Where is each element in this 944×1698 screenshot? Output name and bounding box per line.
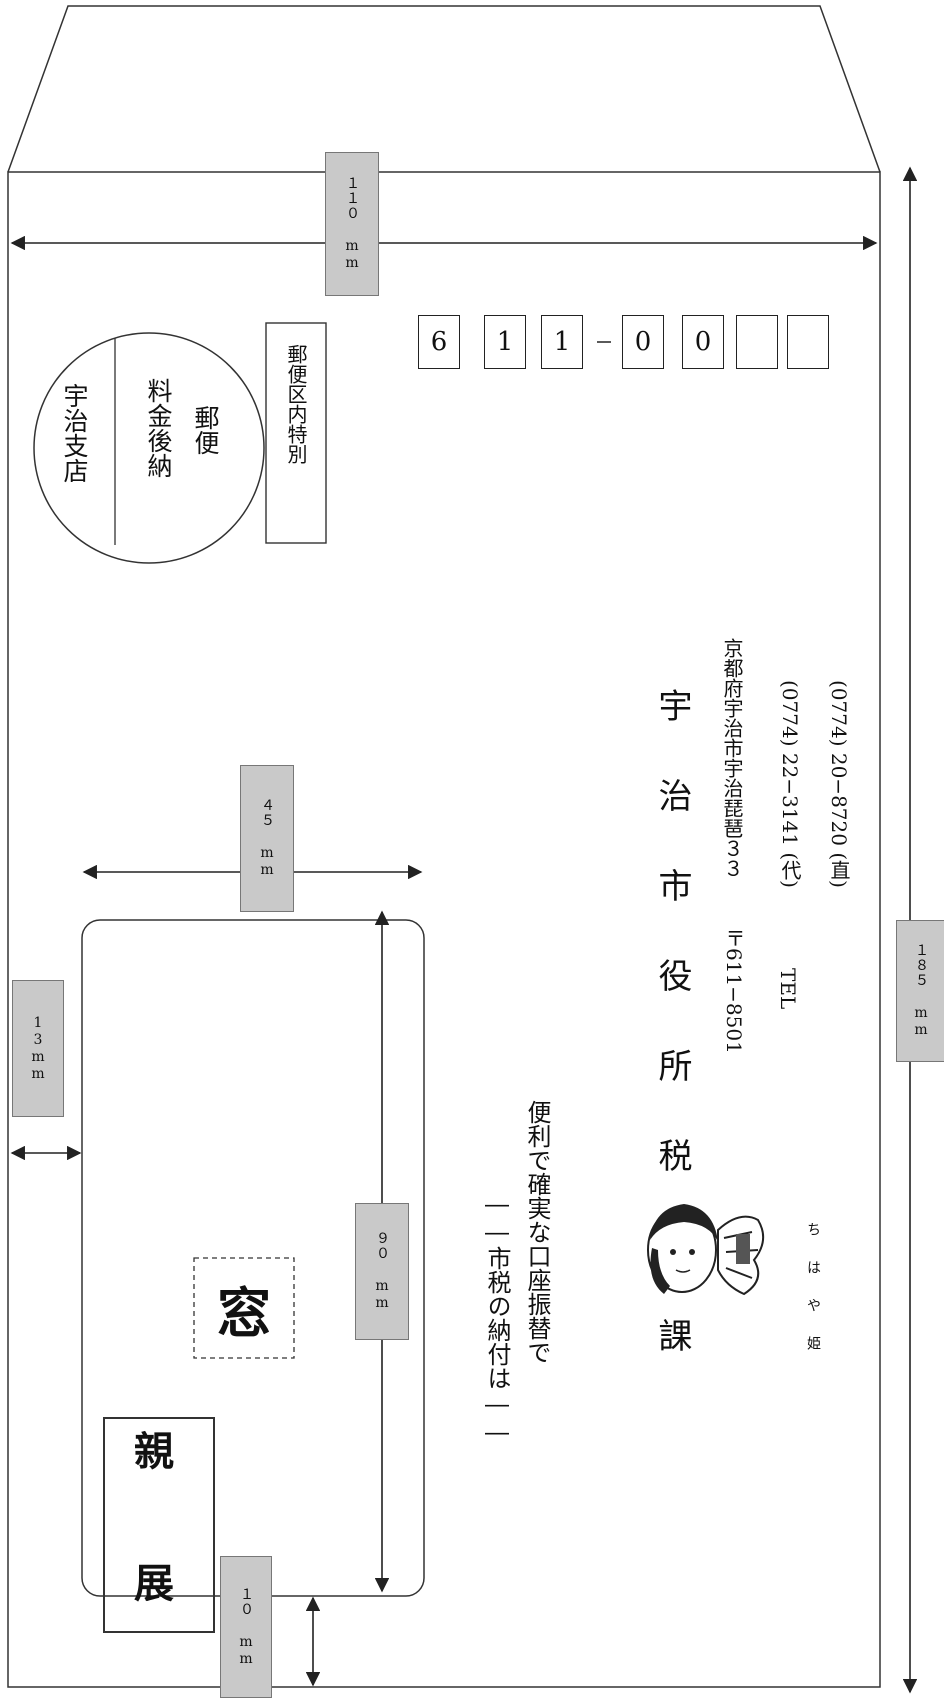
dim-label-bottom-margin: １０ mm: [220, 1556, 272, 1698]
postmark-branch: 宇治支店: [60, 383, 89, 483]
dim-label-left-margin: 13mm: [12, 980, 64, 1117]
dim-label-window-gap: ４５ mm: [240, 765, 294, 912]
tel-label: TEL: [776, 968, 800, 1010]
dim-label-envelope-height: １１０ mm: [325, 152, 379, 296]
sender-zip: 〒611−8501: [722, 928, 746, 1054]
envelope-body: [7, 171, 881, 1688]
postal-digit-2: 1: [484, 315, 526, 369]
window-label-box: [193, 1257, 295, 1359]
postal-digit-1: 6: [418, 315, 460, 369]
sender-address: 京都府宇治市宇治琵琶３３: [720, 638, 744, 878]
postal-digit-5: 0: [682, 315, 724, 369]
postal-digit-4: 0: [622, 315, 664, 369]
window-label: 窓: [217, 1281, 271, 1345]
postmark-circle: [33, 332, 265, 564]
tel-main: (0774) 22−3141 (代): [778, 680, 802, 888]
postmark-line1: 料金後納: [144, 378, 173, 478]
dim-label-envelope-length: １８５ mm: [896, 920, 944, 1062]
postal-digit-6: [736, 315, 778, 369]
postal-digit-3: 1: [541, 315, 583, 369]
stamp-box: [103, 1417, 215, 1633]
postal-digit-7: [787, 315, 829, 369]
postal-special-text: 郵便区内特別: [284, 344, 308, 464]
slogan-line2: 便利で確実な口座振替で: [523, 1100, 551, 1364]
mascot-icon: [647, 1204, 765, 1296]
envelope-flap: [7, 5, 881, 173]
mascot-name: ち は や 姫: [805, 1222, 821, 1354]
stamp-text: 親 展: [127, 1430, 173, 1602]
postmark-line2: 郵便: [191, 405, 220, 455]
dim-label-window-width: ９０ mm: [355, 1203, 409, 1340]
postal-special-box: [265, 322, 327, 544]
slogan-line1: ――市税の納付は――: [483, 1190, 511, 1446]
tel-direct: (0774) 20−8720 (直): [827, 680, 851, 888]
